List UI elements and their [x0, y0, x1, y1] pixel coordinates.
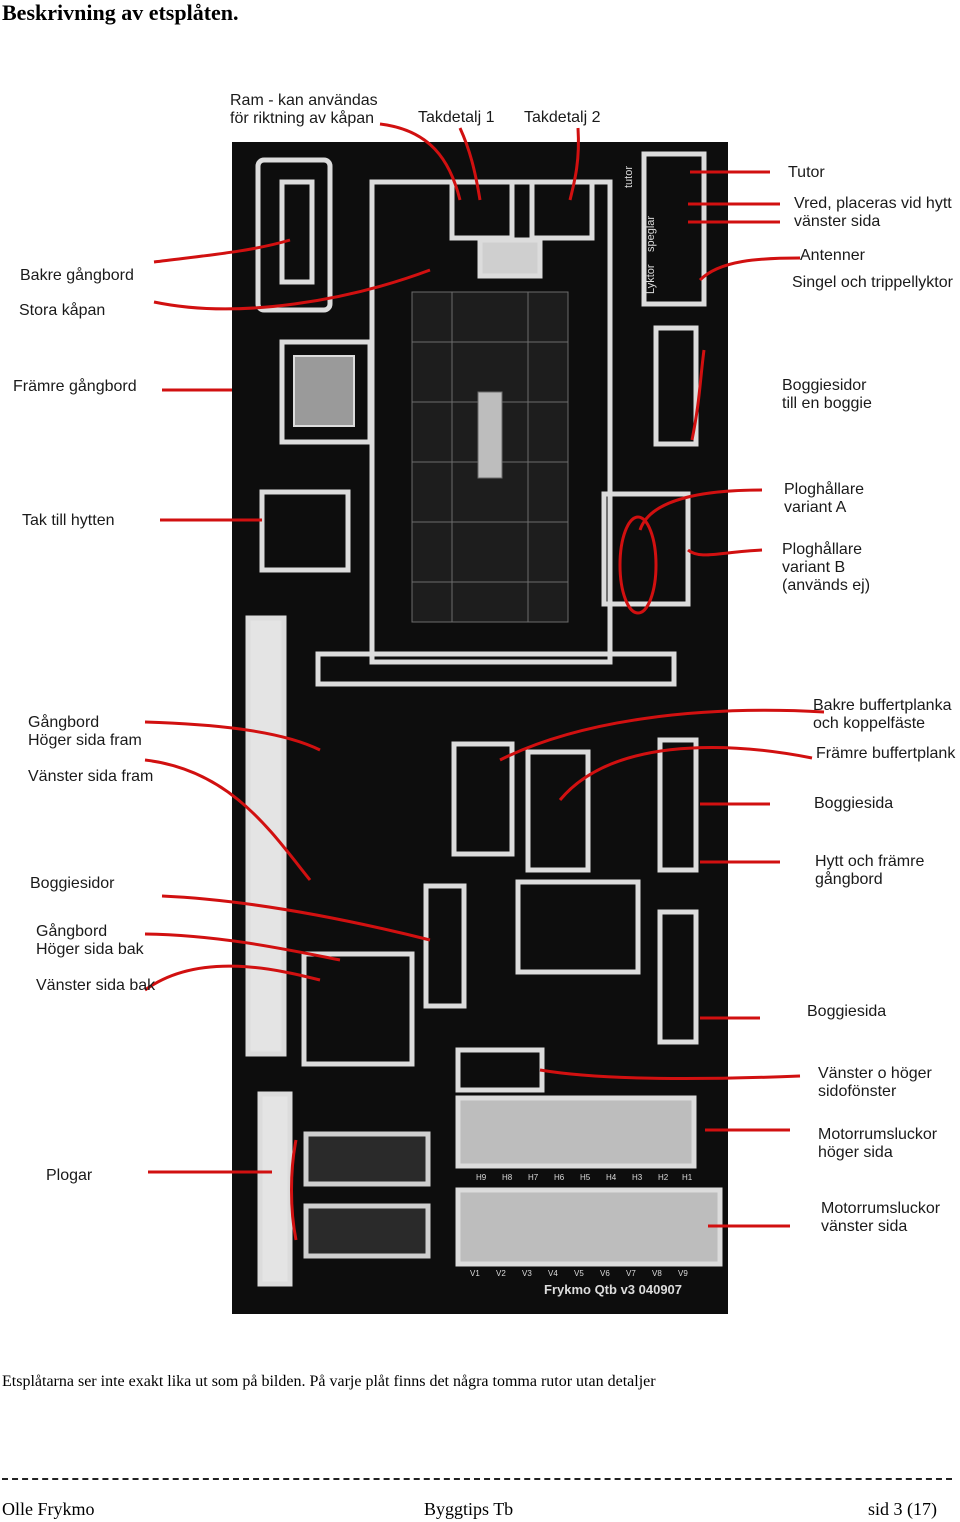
v-mark: V1 [470, 1269, 480, 1278]
v-mark: V3 [522, 1269, 532, 1278]
sheet-text-lyktor: Lyktor [645, 264, 657, 294]
v-mark: V7 [626, 1269, 636, 1278]
label-takdetalj-1: Takdetalj 1 [418, 109, 495, 126]
label-framre-gangbord: Främre gångbord [13, 378, 137, 395]
page-title: Beskrivning av etsplåten. [2, 0, 239, 25]
h-mark: H8 [502, 1173, 513, 1182]
footer-page: sid 3 (17) [868, 1499, 937, 1519]
v-mark: V5 [574, 1269, 584, 1278]
sheet-text-speglar: speglar [645, 216, 657, 252]
label-tak-hytten: Tak till hytten [22, 512, 115, 529]
label-singel: Singel och trippellyktor [792, 274, 953, 291]
etch-sheet: tutor speglar Lyktor H9 H8 H7 H6 H5 H4 H… [232, 142, 728, 1314]
caption: Etsplåtarna ser inte exakt lika ut som p… [2, 1373, 656, 1390]
footer-divider [2, 1478, 952, 1480]
label-plogar: Plogar [46, 1167, 93, 1184]
v-mark: V4 [548, 1269, 558, 1278]
h-mark: H7 [528, 1173, 539, 1182]
footer-title: Byggtips Tb [424, 1499, 514, 1519]
label-stora-kapan: Stora kåpan [19, 302, 106, 319]
h-mark: H4 [606, 1173, 617, 1182]
label-bakre-gangbord: Bakre gångbord [20, 267, 134, 284]
label-boggiesida-1: Boggiesida [814, 795, 894, 812]
h-mark: H3 [632, 1173, 643, 1182]
footer-author: Olle Frykmo [2, 1499, 95, 1519]
label-antenner: Antenner [800, 247, 865, 264]
label-boggiesidor: Boggiesidor [30, 875, 115, 892]
v-mark: V8 [652, 1269, 662, 1278]
label-vanster-fram: Vänster sida fram [28, 768, 154, 785]
h-mark: H1 [682, 1173, 693, 1182]
label-boggiesida-2: Boggiesida [807, 1003, 887, 1020]
v-mark: V6 [600, 1269, 610, 1278]
sheet-imprint: Frykmo Qtb v3 040907 [544, 1282, 682, 1297]
label-takdetalj-2: Takdetalj 2 [524, 109, 601, 126]
label-tutor: Tutor [788, 164, 825, 181]
label-vanster-bak: Vänster sida bak [36, 977, 156, 994]
h-mark: H2 [658, 1173, 669, 1182]
label-framre-buffert: Främre buffertplank [816, 745, 956, 762]
v-mark: V9 [678, 1269, 688, 1278]
sheet-text-tutor: tutor [623, 166, 635, 188]
etch-sheet-drawing: tutor speglar Lyktor H9 H8 H7 H6 H5 H4 H… [245, 151, 723, 1297]
h-mark: H5 [580, 1173, 591, 1182]
h-mark: H6 [554, 1173, 565, 1182]
h-mark: H9 [476, 1173, 487, 1182]
v-mark: V2 [496, 1269, 506, 1278]
